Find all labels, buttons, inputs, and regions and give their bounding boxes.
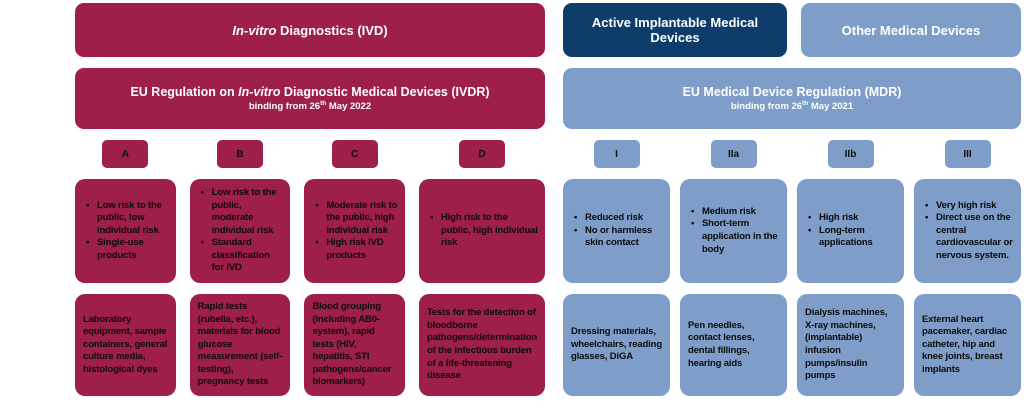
class-iia-label: IIa (727, 148, 740, 160)
other-devices-label: Other Medical Devices (841, 22, 981, 38)
class-i-examples-text: Dressing materials, wheelchairs, reading… (571, 326, 662, 363)
class-b-examples-box: Rapid tests (rubella, etc.), materials f… (189, 294, 291, 396)
class-iii-chip: III (944, 140, 991, 168)
ivdr-regulation-box: EU Regulation on In-vitro Diagnostic Med… (75, 68, 545, 129)
ivd-header-label: In-vitro Diagnostics (IVD) (232, 22, 388, 38)
class-iib-examples-text: Dialysis machines, X-ray machines, (impl… (805, 307, 888, 382)
class-d-risk-box: High risk to the public, high individual… (418, 179, 545, 283)
class-iii-risk-item: Direct use on the central cardiovascular… (925, 212, 1014, 262)
class-c-risk-item: High risk IVD products (315, 237, 398, 262)
ivd-section: In-vitro Diagnostics (IVD) EU Regulation… (75, 3, 545, 402)
class-iii-label: III (963, 148, 972, 160)
class-i-chip: I (593, 140, 640, 168)
class-d-chip: D (458, 140, 505, 168)
class-i-risk-item: Reduced risk (574, 212, 663, 225)
mdr-section: Active Implantable Medical Devices Other… (563, 3, 1021, 402)
class-b-risk-box: Low risk to the public, moderate individ… (189, 179, 291, 283)
other-devices-header: Other Medical Devices (801, 3, 1021, 57)
mdr-regulation-title: EU Medical Device Regulation (MDR) (682, 84, 902, 99)
class-a-risk-item: Single-use products (86, 237, 169, 262)
class-iia-risk-item: Short-term application in the body (691, 218, 780, 256)
class-d-risk-item: High risk to the public, high individual… (430, 212, 538, 250)
class-iii-risk-box: Very high risk Direct use on the central… (914, 179, 1021, 283)
class-c-examples-box: Blood grouping (including AB0-system), r… (304, 294, 405, 396)
ivd-header: In-vitro Diagnostics (IVD) (75, 3, 545, 57)
class-iii-risk-item: Very high risk (925, 200, 1014, 213)
class-iia-chip: IIa (710, 140, 757, 168)
ivdr-regulation-title: EU Regulation on In-vitro Diagnostic Med… (130, 84, 490, 99)
class-d-label: D (478, 148, 486, 160)
class-iia-risk-item: Medium risk (691, 206, 780, 219)
class-i-label: I (615, 148, 618, 160)
class-d-examples-text: Tests for the detection of bloodborne pa… (426, 307, 537, 382)
class-a-label: A (121, 148, 129, 160)
mdr-binding-date: binding from 26th May 2021 (730, 100, 854, 113)
class-i-risk-box: Reduced risk No or harmless skin contact (563, 179, 670, 283)
active-implantable-header: Active Implantable Medical Devices (563, 3, 787, 57)
class-b-label: B (236, 148, 244, 160)
class-b-examples-text: Rapid tests (rubella, etc.), materials f… (197, 301, 283, 388)
class-b-risk-item: Low risk to the public, moderate individ… (201, 187, 284, 237)
class-b-risk-item: Standard classification for IVD (201, 237, 284, 275)
class-a-examples-text: Laboratory equipment, sample containers,… (83, 313, 168, 375)
class-iii-examples-box: External heart pacemaker, cardiac cathet… (914, 294, 1021, 396)
class-iib-risk-box: High risk Long-term applications (797, 179, 904, 283)
class-a-risk-item: Low risk to the public, low individual r… (86, 200, 169, 238)
class-iia-examples-text: Pen needles, contact lenses, dental fill… (688, 319, 755, 369)
class-c-chip: C (331, 140, 378, 168)
class-b-chip: B (216, 140, 263, 168)
class-iii-examples-text: External heart pacemaker, cardiac cathet… (922, 313, 1007, 375)
class-c-risk-box: Moderate risk to the public, high indivi… (304, 179, 405, 283)
class-c-examples-text: Blood grouping (including AB0-system), r… (312, 301, 392, 388)
class-iib-chip: IIb (827, 140, 874, 168)
ivdr-binding-date: binding from 26th May 2022 (248, 100, 372, 113)
class-iia-examples-box: Pen needles, contact lenses, dental fill… (680, 294, 787, 396)
class-a-risk-box: Low risk to the public, low individual r… (75, 179, 176, 283)
class-c-risk-item: Moderate risk to the public, high indivi… (315, 200, 398, 238)
class-a-examples-box: Laboratory equipment, sample containers,… (75, 294, 176, 396)
class-a-chip: A (102, 140, 149, 168)
active-implantable-label: Active Implantable Medical Devices (591, 15, 759, 45)
class-iib-label: IIb (844, 148, 857, 160)
class-i-risk-item: No or harmless skin contact (574, 225, 663, 250)
class-iia-risk-box: Medium risk Short-term application in th… (680, 179, 787, 283)
class-iib-examples-box: Dialysis machines, X-ray machines, (impl… (797, 294, 904, 396)
class-d-examples-box: Tests for the detection of bloodborne pa… (418, 294, 545, 396)
class-iib-risk-item: High risk (808, 212, 897, 225)
class-i-examples-box: Dressing materials, wheelchairs, reading… (563, 294, 670, 396)
class-iib-risk-item: Long-term applications (808, 225, 897, 250)
mdr-regulation-box: EU Medical Device Regulation (MDR) bindi… (563, 68, 1021, 129)
class-c-label: C (351, 148, 359, 160)
